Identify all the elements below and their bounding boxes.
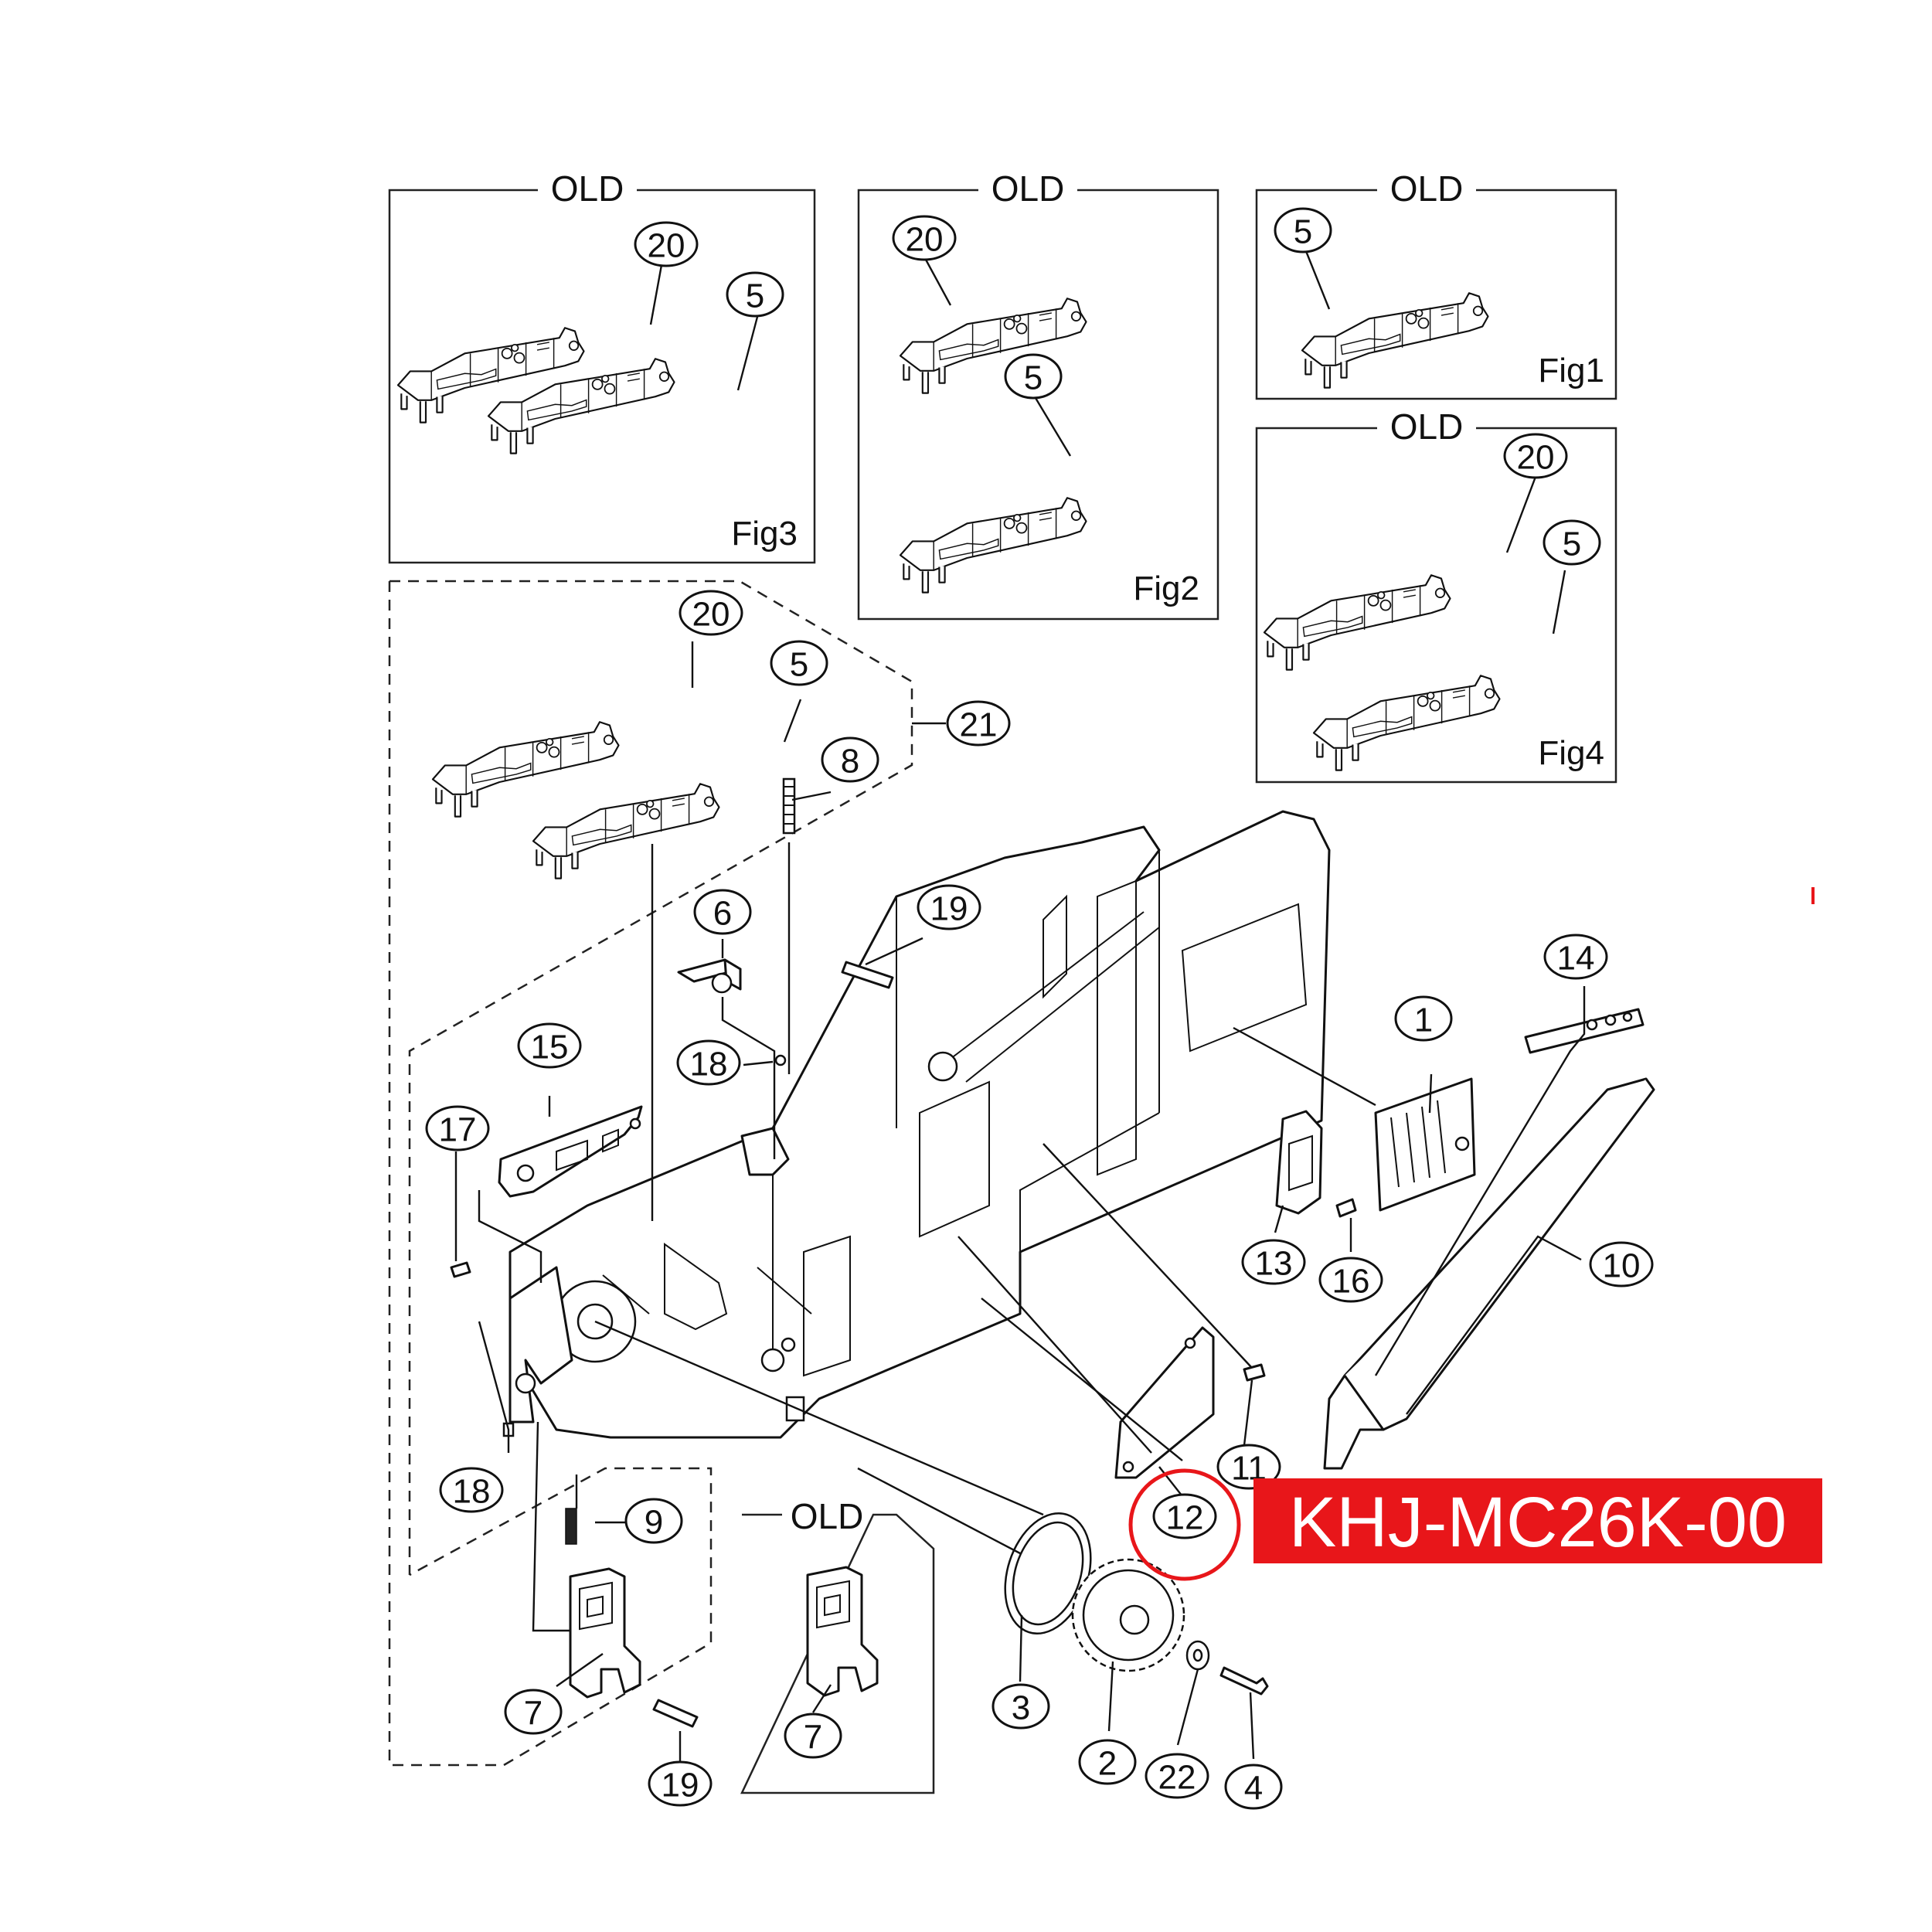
callout-main-16: 16 [1318, 1257, 1383, 1303]
callout-fig3-20: 20 [634, 221, 699, 267]
assembly-lower-boundary [388, 581, 713, 1767]
callout-main-12: 12 [1152, 1493, 1217, 1539]
svg-text:4: 4 [1244, 1770, 1263, 1808]
fig1-label: Fig1 [1538, 352, 1604, 389]
callout-main-20: 20 [679, 590, 743, 636]
svg-text:7: 7 [804, 1719, 822, 1757]
callout-main-1: 1 [1394, 995, 1453, 1042]
callout-main-11: 11 [1216, 1444, 1281, 1490]
svg-text:5: 5 [1024, 359, 1043, 397]
fig3-old-label: OLD [551, 168, 624, 209]
fig3-label: Fig3 [731, 515, 798, 553]
leader-lines [454, 250, 1586, 1762]
callout-main-17: 17 [425, 1105, 490, 1151]
svg-text:7: 7 [524, 1695, 543, 1733]
fig1-old-label: OLD [1390, 168, 1464, 209]
callout-main-7-lower-left: 7 [504, 1689, 563, 1735]
assembly-21-boundary [389, 580, 913, 1575]
fig2-old-label: OLD [992, 168, 1065, 209]
callout-fig4-5: 5 [1543, 519, 1601, 566]
svg-text:5: 5 [746, 277, 764, 315]
callout-main-3: 3 [992, 1683, 1050, 1730]
svg-text:20: 20 [648, 227, 685, 265]
fig2-label: Fig2 [1133, 570, 1199, 607]
svg-text:18: 18 [690, 1046, 728, 1083]
svg-text:10: 10 [1603, 1247, 1641, 1285]
callout-main-2: 2 [1078, 1739, 1137, 1785]
svg-text:22: 22 [1158, 1759, 1196, 1797]
callout-main-19-lower: 19 [648, 1760, 713, 1807]
svg-text:20: 20 [906, 221, 944, 259]
fig4-box: OLD Fig4 [1255, 406, 1617, 784]
callout-main-9: 9 [624, 1498, 683, 1544]
callout-main-21: 21 [946, 700, 1011, 747]
callout-main-22: 22 [1145, 1753, 1209, 1799]
fig4-label: Fig4 [1538, 734, 1604, 772]
svg-text:5: 5 [1294, 213, 1312, 251]
svg-text:8: 8 [841, 743, 859, 781]
callout-fig2-5: 5 [1004, 353, 1063, 400]
callout-fig1-5: 5 [1274, 207, 1332, 253]
part-number-badge: KHJ-MC26K-00 [1253, 1478, 1822, 1563]
callout-main-6: 6 [693, 889, 752, 935]
callout-main-19-upper: 19 [917, 884, 981, 930]
svg-text:21: 21 [960, 706, 998, 744]
svg-text:14: 14 [1557, 940, 1595, 978]
callout-main-8: 8 [821, 736, 879, 783]
svg-text:17: 17 [439, 1111, 477, 1149]
feeder-body [509, 810, 1331, 1439]
svg-text:16: 16 [1332, 1263, 1370, 1301]
callout-main-4: 4 [1224, 1764, 1283, 1810]
callout-fig4-20: 20 [1503, 433, 1568, 479]
svg-text:1: 1 [1414, 1002, 1433, 1039]
fig1-box: OLD Fig1 [1255, 168, 1617, 400]
callout-main-15: 15 [517, 1022, 582, 1069]
callout-main-5: 5 [770, 640, 828, 686]
old-bottom-label: OLD [791, 1496, 864, 1536]
callout-fig3-5: 5 [726, 271, 784, 318]
callout-main-10: 10 [1589, 1241, 1654, 1287]
svg-text:20: 20 [692, 596, 730, 634]
svg-text:3: 3 [1012, 1689, 1030, 1727]
fig4-old-label: OLD [1390, 406, 1464, 447]
callout-main-18-lower: 18 [439, 1467, 504, 1513]
svg-text:6: 6 [713, 895, 732, 933]
svg-text:20: 20 [1517, 439, 1555, 477]
svg-text:13: 13 [1255, 1245, 1293, 1283]
svg-text:18: 18 [453, 1473, 491, 1511]
svg-text:15: 15 [531, 1029, 569, 1066]
highlight-circle [1128, 1468, 1241, 1581]
svg-text:12: 12 [1166, 1499, 1204, 1537]
fig2-box: OLD Fig2 [857, 168, 1219, 621]
old-bottom-box: OLD [740, 1496, 935, 1794]
svg-text:5: 5 [790, 646, 808, 684]
part-number-text: KHJ-MC26K-00 [1289, 1483, 1787, 1562]
callout-main-7-old: 7 [784, 1713, 842, 1759]
svg-text:5: 5 [1563, 526, 1581, 563]
svg-text:9: 9 [645, 1504, 663, 1542]
svg-text:19: 19 [930, 890, 968, 928]
fig3-box: OLD Fig3 [388, 168, 816, 564]
callout-fig2-20: 20 [892, 215, 957, 261]
callout-main-13: 13 [1241, 1239, 1306, 1285]
callout-main-18-upper: 18 [676, 1039, 741, 1086]
svg-text:19: 19 [662, 1767, 699, 1804]
callout-main-14: 14 [1543, 934, 1608, 980]
svg-text:2: 2 [1098, 1745, 1117, 1783]
